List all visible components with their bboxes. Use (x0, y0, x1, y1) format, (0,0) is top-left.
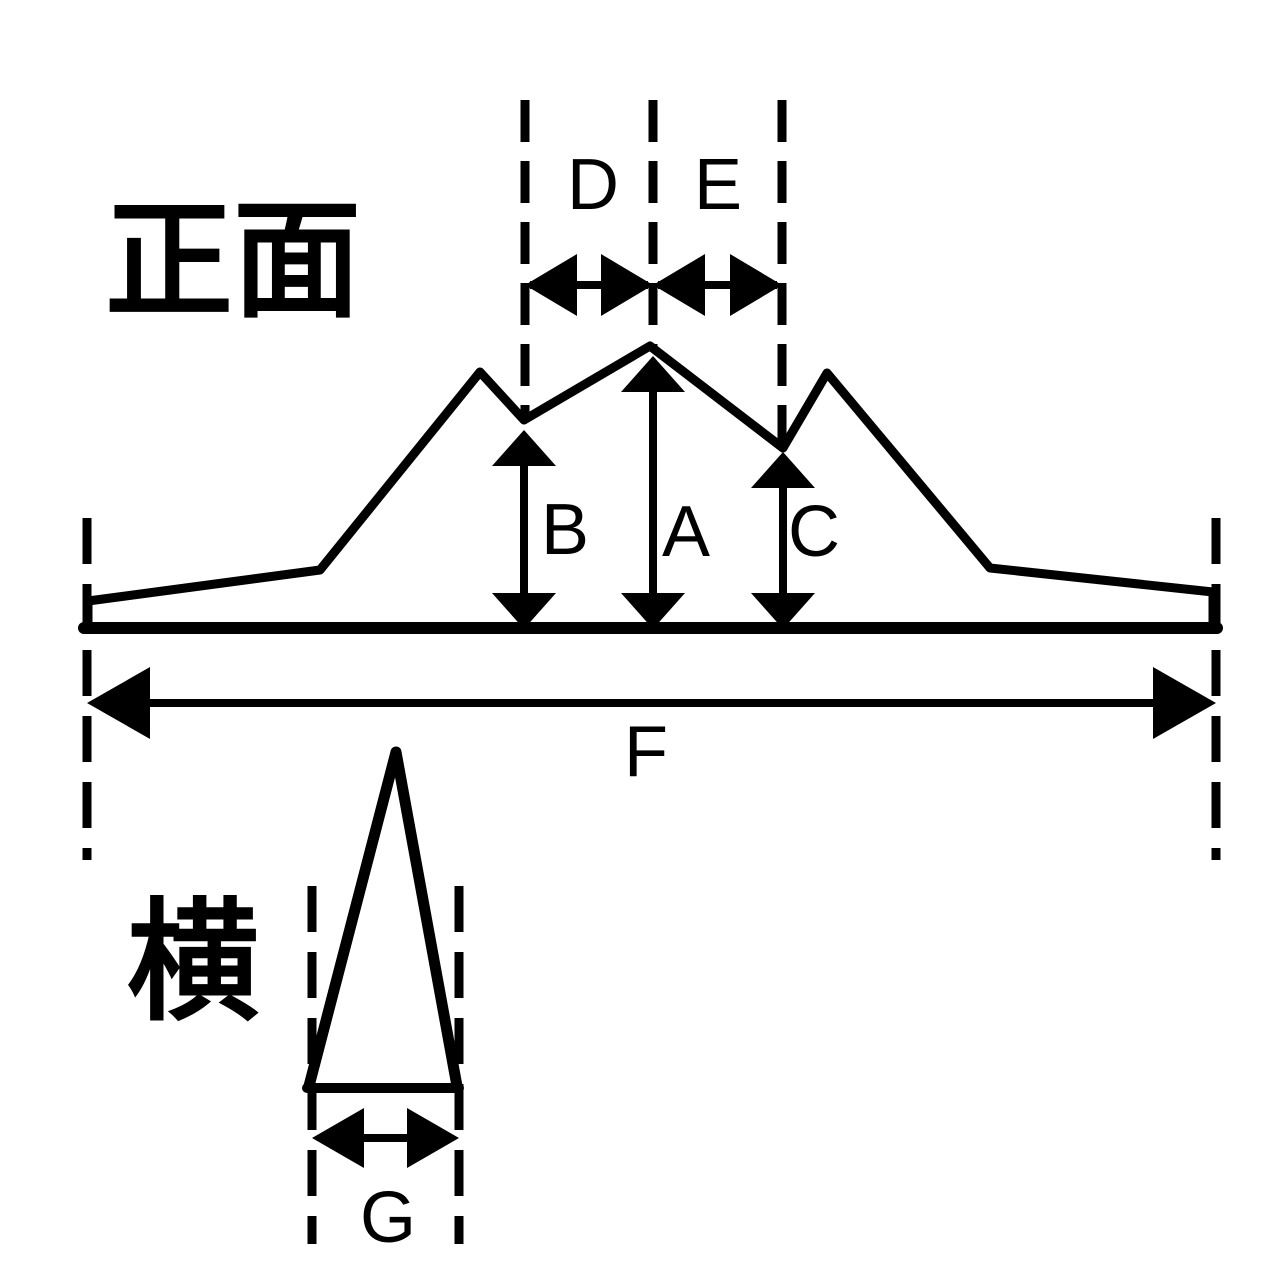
dimension-arrow-d (525, 254, 653, 316)
front-profile-outline (83, 341, 1218, 627)
front-view-title: 正面 (105, 191, 361, 333)
dimension-label-a: A (662, 492, 710, 572)
dimension-label-b: B (541, 490, 589, 570)
dimension-arrow-b (492, 430, 556, 629)
dimension-label-f: F (624, 712, 668, 792)
side-view-title: 横 (127, 890, 259, 1037)
dimension-label-e: E (694, 145, 742, 225)
dimension-arrow-g (312, 1108, 459, 1168)
dimension-label-g: G (360, 1178, 416, 1258)
side-profile-triangle (302, 746, 464, 1093)
dimension-arrow-a (621, 356, 685, 629)
dimension-arrow-f (87, 667, 1216, 739)
dimension-label-c: C (788, 492, 840, 572)
dimension-arrow-c (751, 452, 815, 629)
dimension-label-d: D (567, 145, 619, 225)
dimension-arrow-e (653, 254, 782, 316)
